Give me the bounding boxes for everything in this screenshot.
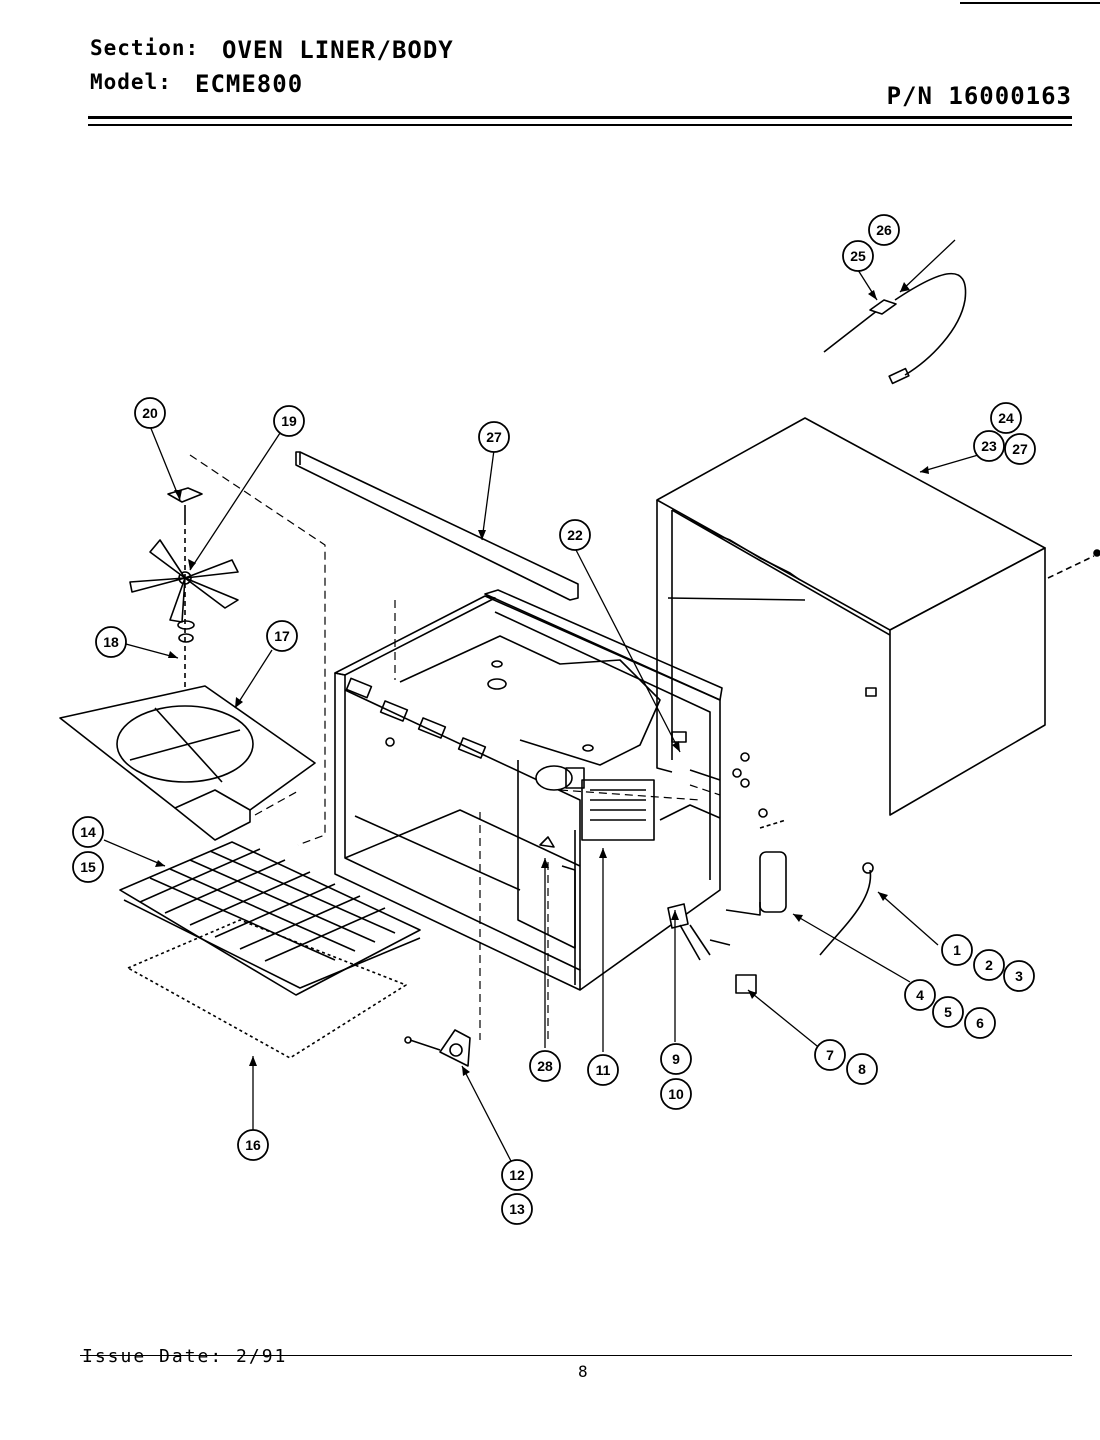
svg-text:25: 25: [850, 248, 866, 264]
svg-text:27: 27: [1012, 441, 1028, 457]
svg-text:26: 26: [876, 222, 892, 238]
callout-11: 11: [587, 1054, 619, 1086]
mounting-bracket: [439, 1029, 471, 1067]
leader-arrowheads: [155, 282, 929, 1076]
callout-7: 7: [814, 1039, 846, 1071]
svg-text:28: 28: [537, 1058, 553, 1074]
callout-4: 4: [904, 979, 936, 1011]
callout-16: 16: [237, 1129, 269, 1161]
callout-18: 18: [95, 626, 127, 658]
svg-text:14: 14: [80, 824, 96, 840]
svg-text:17: 17: [274, 628, 290, 644]
callout-6: 6: [964, 1007, 996, 1039]
svg-text:18: 18: [103, 634, 119, 650]
svg-text:2: 2: [985, 957, 993, 973]
top-trim-strip: [295, 451, 579, 601]
callout-22: 22: [559, 519, 591, 551]
issue-date: Issue Date: 2/91: [82, 1346, 288, 1367]
outer-cabinet: [656, 417, 1100, 816]
callout-3: 3: [1003, 960, 1035, 992]
fan-baffle-plate: [59, 685, 316, 841]
callout-9: 9: [660, 1043, 692, 1075]
callout-5: 5: [932, 996, 964, 1028]
callout-bubbles: 1234567891011121314151617181920222324252…: [72, 214, 1036, 1225]
callout-15: 15: [72, 851, 104, 883]
header-rule-thick: [88, 116, 1072, 119]
callout-24: 24: [990, 402, 1022, 434]
callout-23: 23: [973, 430, 1005, 462]
callout-13: 13: [501, 1193, 533, 1225]
callout-27: 27: [1004, 433, 1036, 465]
svg-text:27: 27: [486, 429, 502, 445]
section-label: Section:: [90, 36, 200, 60]
model-number: ECME800: [195, 70, 304, 98]
header-rule-thin: [88, 124, 1072, 126]
screws: [404, 752, 768, 1044]
svg-text:22: 22: [567, 527, 583, 543]
svg-text:3: 3: [1015, 968, 1023, 984]
svg-text:16: 16: [245, 1137, 261, 1153]
svg-text:20: 20: [142, 405, 158, 421]
callout-20: 20: [134, 397, 166, 429]
svg-text:23: 23: [981, 438, 997, 454]
svg-text:1: 1: [953, 942, 961, 958]
svg-text:12: 12: [509, 1167, 525, 1183]
svg-text:13: 13: [509, 1201, 525, 1217]
svg-text:4: 4: [916, 987, 924, 1003]
part-number: P/N 16000163: [886, 82, 1072, 110]
callout-8: 8: [846, 1053, 878, 1085]
callout-12: 12: [501, 1159, 533, 1191]
callout-27: 27: [478, 421, 510, 453]
leader-lines: [103, 239, 986, 1164]
control-assembly: [535, 765, 655, 848]
svg-text:11: 11: [596, 1062, 611, 1078]
callout-2: 2: [973, 949, 1005, 981]
callout-28: 28: [529, 1050, 561, 1082]
svg-text:19: 19: [281, 413, 297, 429]
section-title: OVEN LINER/BODY: [222, 36, 454, 64]
svg-text:6: 6: [976, 1015, 984, 1031]
oven-rack: [119, 841, 421, 996]
assembly-guide-lines: [189, 454, 721, 1040]
oven-tray-outline: [127, 919, 407, 1059]
callout-25: 25: [842, 240, 874, 272]
temperature-sensor: [823, 272, 967, 385]
callout-10: 10: [660, 1078, 692, 1110]
svg-text:10: 10: [668, 1086, 684, 1102]
callout-26: 26: [868, 214, 900, 246]
svg-text:15: 15: [80, 859, 96, 875]
svg-text:7: 7: [826, 1047, 834, 1063]
callout-17: 17: [266, 620, 298, 652]
callout-1: 1: [941, 934, 973, 966]
top-edge-rule: [960, 2, 1100, 4]
page-number: 8: [578, 1362, 588, 1381]
svg-text:9: 9: [672, 1051, 680, 1067]
svg-text:24: 24: [998, 410, 1014, 426]
fan-blade-assembly: [129, 487, 239, 700]
wiring-components: [667, 819, 874, 994]
model-label: Model:: [90, 70, 172, 94]
callout-14: 14: [72, 816, 104, 848]
svg-text:8: 8: [858, 1061, 866, 1077]
svg-text:5: 5: [944, 1004, 952, 1020]
callout-19: 19: [273, 405, 305, 437]
footer-rule: [80, 1355, 1072, 1356]
